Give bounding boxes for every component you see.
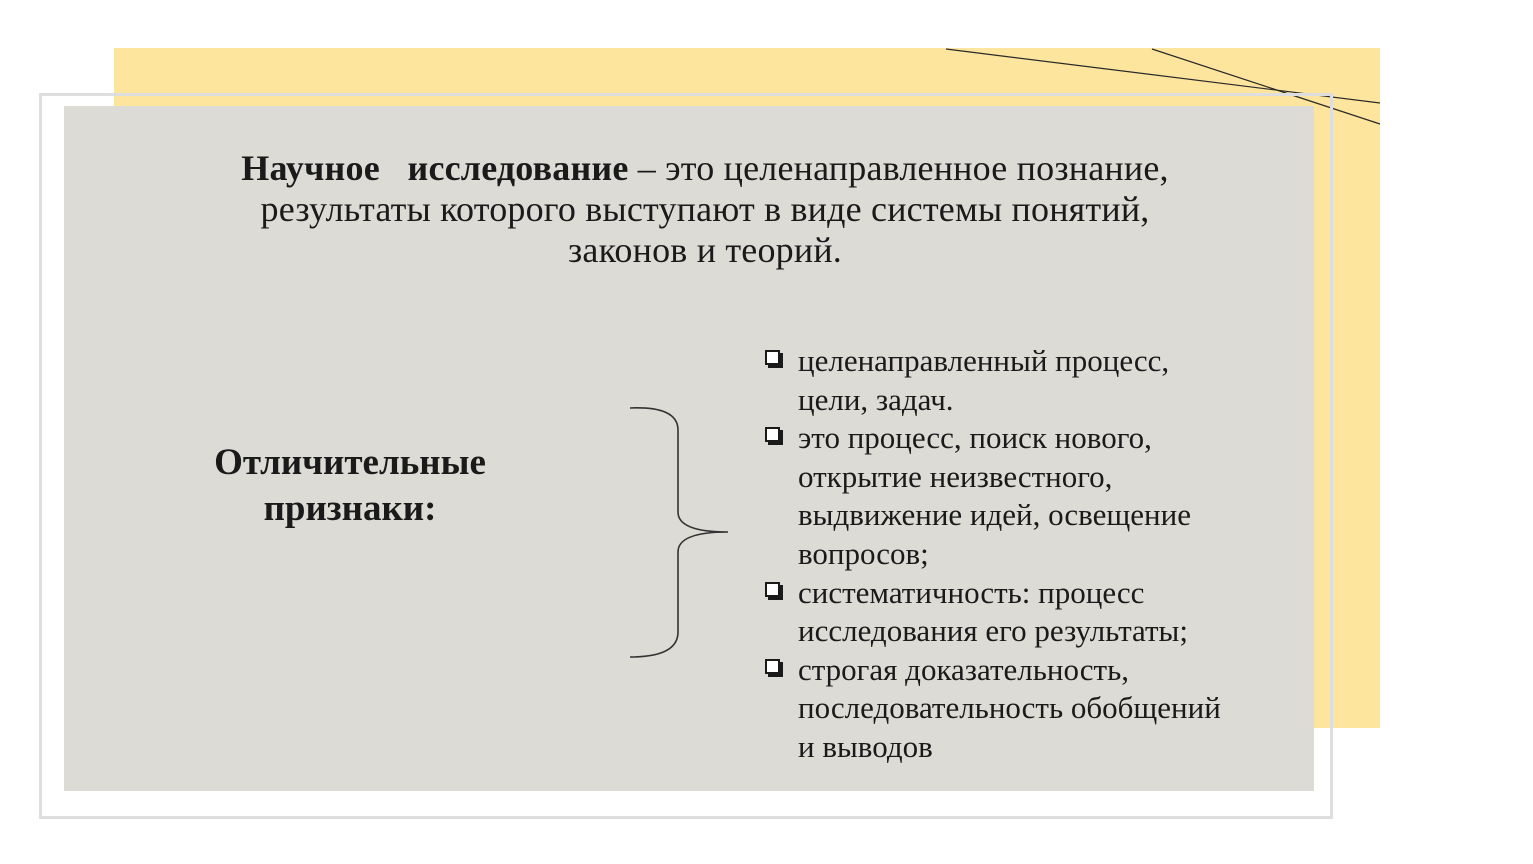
features-heading: Отличительные признаки: bbox=[150, 440, 550, 532]
feature-item-line: вопросов; bbox=[798, 535, 929, 571]
feature-item-line: строгая доказательность, bbox=[798, 651, 1129, 687]
definition-text: Научное исследование – это целенаправлен… bbox=[110, 148, 1300, 271]
feature-item: целенаправленный процесс,цели, задач. bbox=[762, 342, 1302, 419]
feature-item-line: цели, задач. bbox=[798, 381, 954, 417]
checkbox-square-icon bbox=[765, 427, 780, 443]
features-heading-line-1: Отличительные bbox=[214, 442, 486, 483]
outline-frame bbox=[39, 93, 1333, 819]
definition-line-1-rest: – это целенаправленное познание, bbox=[628, 148, 1169, 188]
feature-item-line: выдвижение идей, освещение bbox=[798, 497, 1191, 533]
features-list: целенаправленный процесс,цели, задач.это… bbox=[762, 342, 1302, 767]
feature-item-line: открытие неизвестного, bbox=[798, 458, 1113, 494]
checkbox-square-icon bbox=[765, 581, 780, 597]
definition-line-2: результаты которого выступают в виде сис… bbox=[260, 189, 1150, 229]
feature-item: это процесс, поиск нового,открытие неизв… bbox=[762, 419, 1302, 573]
checkbox-square-icon bbox=[765, 658, 780, 674]
definition-line-3: законов и теорий. bbox=[567, 230, 843, 270]
feature-item: строгая доказательность,последовательнос… bbox=[762, 651, 1302, 767]
feature-item-line: исследования его результаты; bbox=[798, 613, 1188, 649]
feature-item-line: и выводов bbox=[798, 728, 933, 764]
feature-item-line: целенаправленный процесс, bbox=[798, 343, 1170, 378]
feature-item-line: систематичность: процесс bbox=[798, 574, 1145, 610]
term-word-2: исследование bbox=[407, 148, 629, 188]
curly-brace-icon bbox=[629, 407, 729, 658]
feature-item-line: последовательность обобщений bbox=[798, 690, 1221, 726]
term-word-1: Научное bbox=[241, 148, 380, 188]
definition-line-1: Научное исследование – это целенаправлен… bbox=[110, 148, 1300, 189]
feature-item-line: это процесс, поиск нового, bbox=[798, 420, 1152, 456]
content-panel bbox=[64, 106, 1314, 791]
checkbox-square-icon bbox=[765, 350, 780, 365]
features-heading-line-2: признаки: bbox=[263, 488, 437, 529]
